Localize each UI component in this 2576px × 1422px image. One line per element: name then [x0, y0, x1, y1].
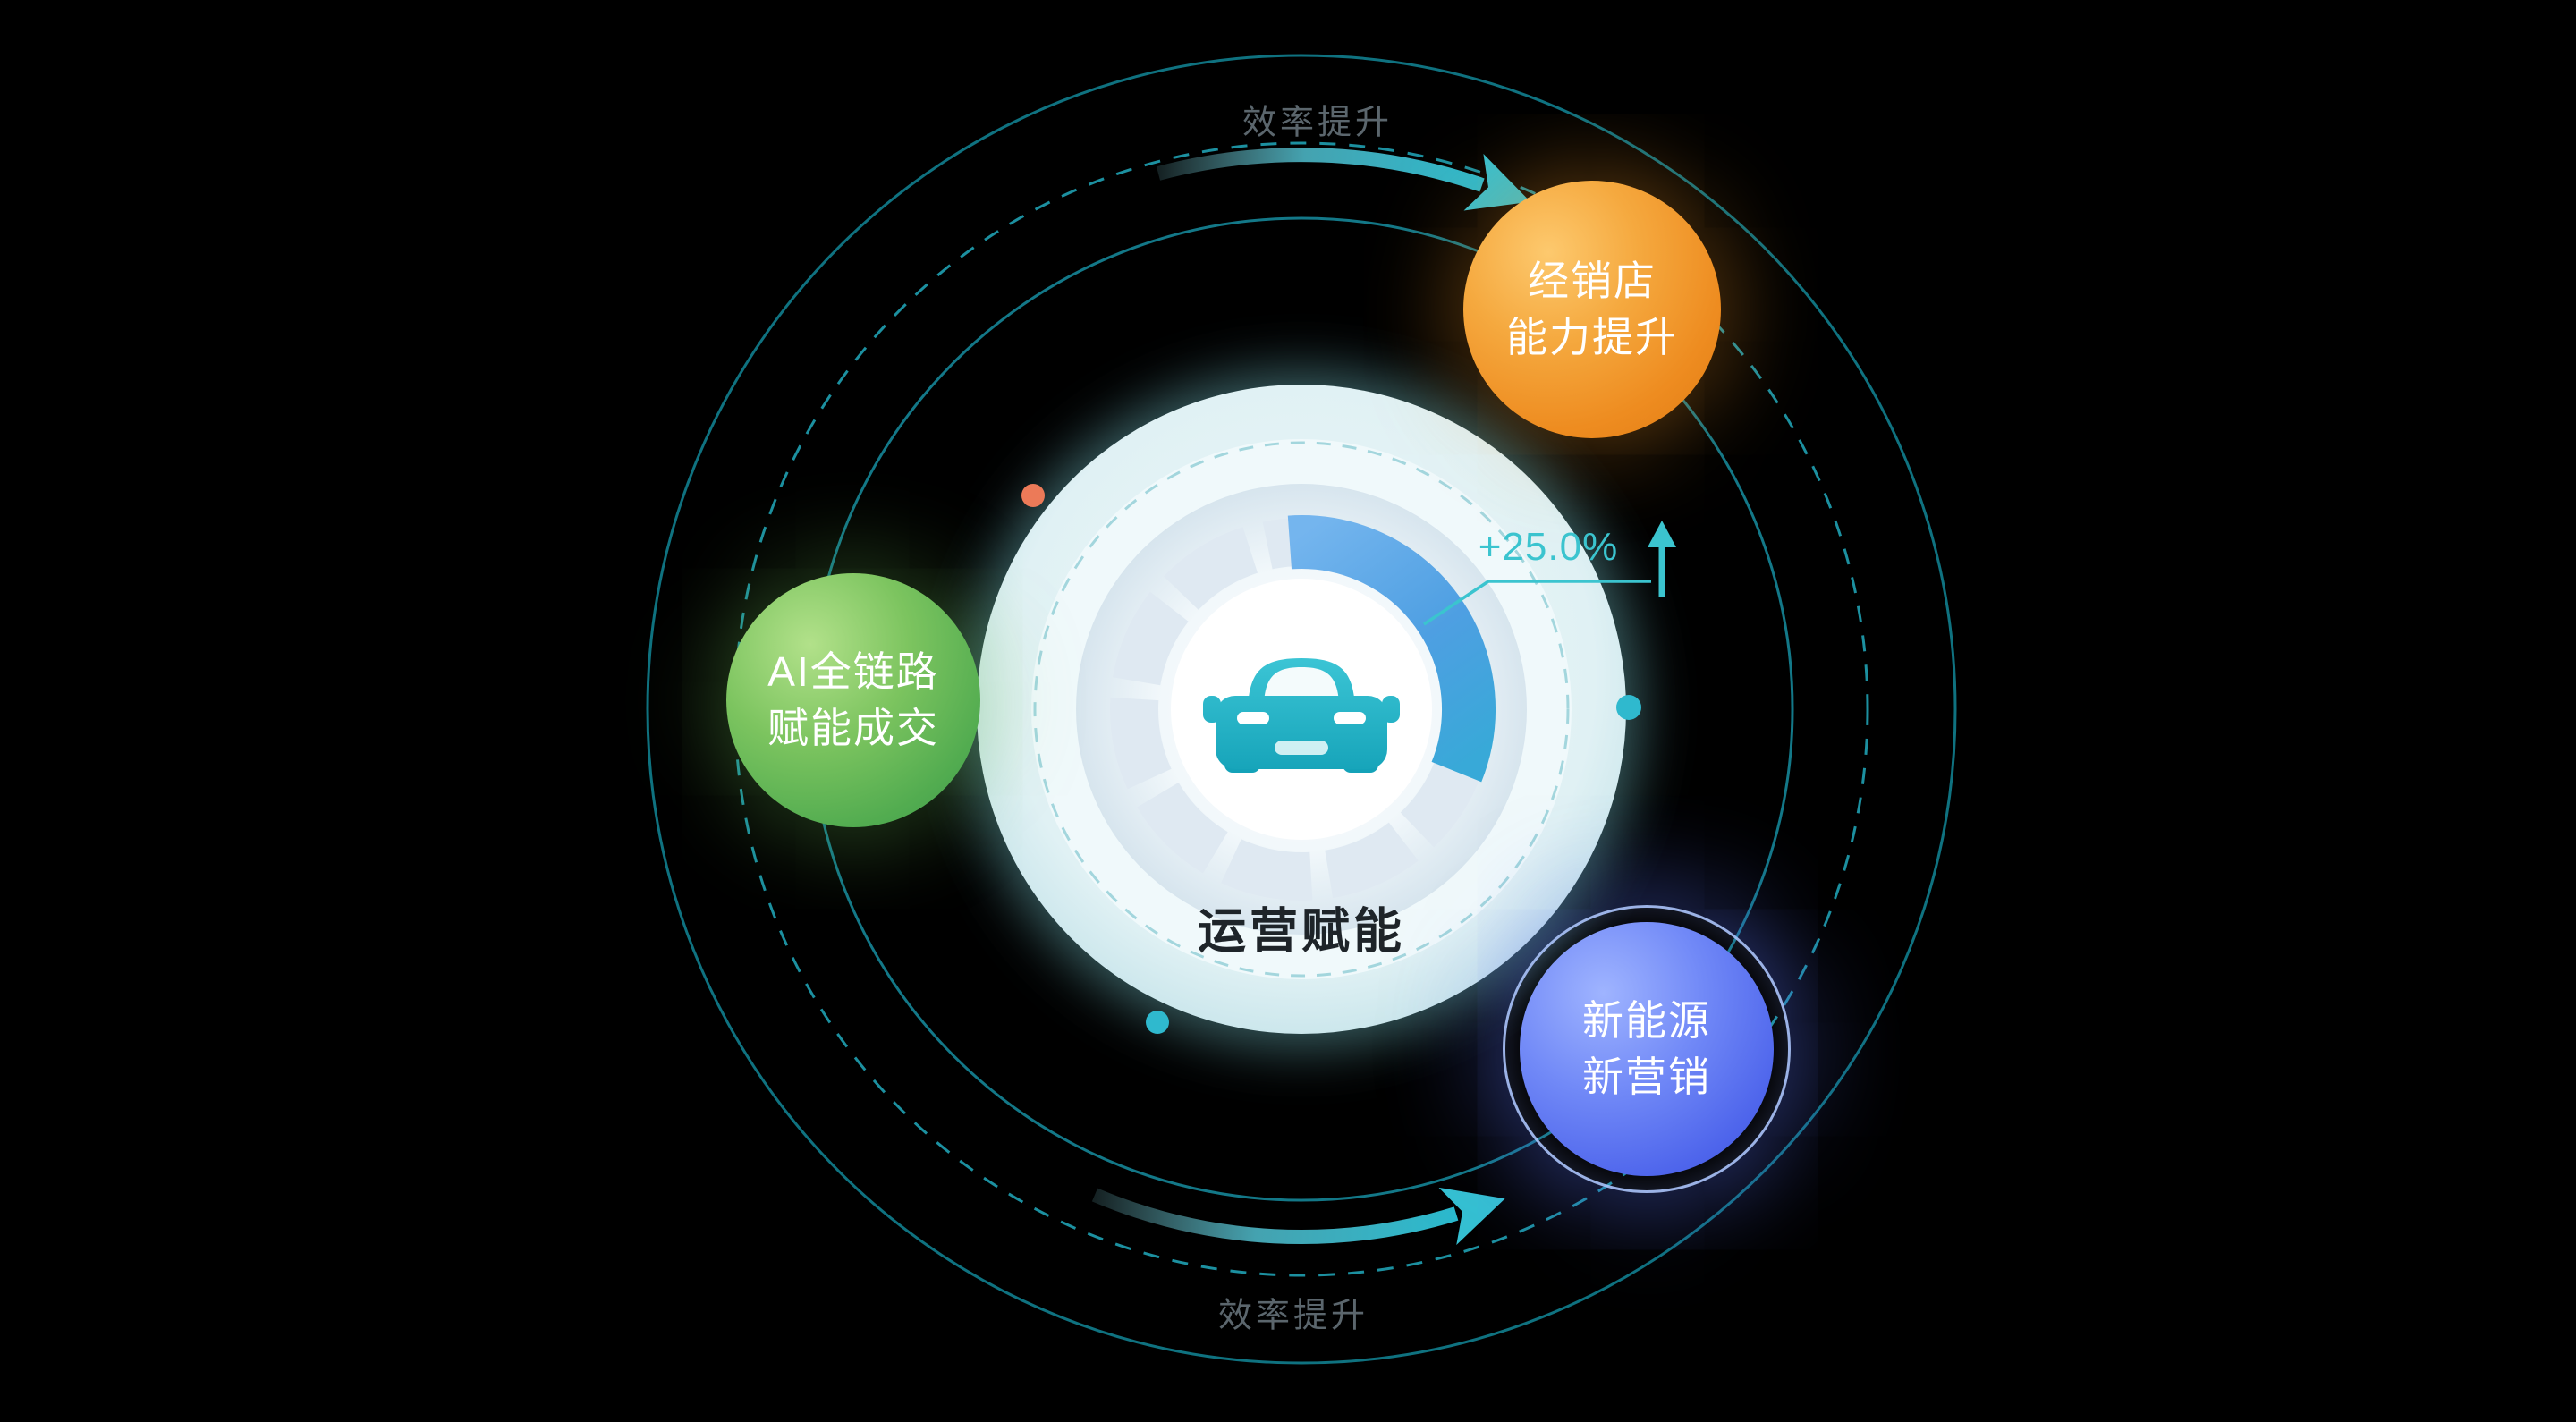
orbit-ring-outer	[646, 54, 1957, 1365]
efficiency-arrow-bottom-icon	[1091, 1187, 1505, 1246]
metric-value: +25.0%	[1478, 525, 1619, 569]
bubble-ai-full-chain: AI全链路 赋能成交	[726, 573, 980, 827]
center-hub	[963, 371, 1640, 1047]
bubble-dealer-capability: 经销店 能力提升	[1463, 181, 1721, 438]
gauge-highlight-arc	[1287, 515, 1496, 783]
accent-dot-orange	[1021, 484, 1045, 507]
bubble-nev-marketing: 新能源 新营销	[1520, 922, 1774, 1176]
bubble-nev-line2: 新营销	[1582, 1054, 1711, 1100]
orbit-label-top: 效率提升	[1241, 104, 1394, 142]
metric-callout	[1423, 521, 1676, 626]
up-arrow-icon	[1648, 521, 1676, 597]
bubble-ai-line2: 赋能成交	[767, 705, 939, 751]
efficiency-arrow-top-icon	[1156, 148, 1530, 211]
orbit-label-bottom: 效率提升	[1217, 1297, 1369, 1335]
bubble-dealer-line1: 经销店	[1528, 257, 1657, 304]
accent-dot-teal-bottom	[1146, 1011, 1169, 1034]
accent-dots	[1021, 484, 1641, 1034]
hub-dashed-ring	[1033, 441, 1570, 978]
orbit-rings	[646, 54, 1957, 1365]
gauge	[1110, 515, 1496, 901]
metric-callout-line	[1423, 580, 1651, 626]
bubble-nev-halo: 新能源 新营销	[1503, 905, 1791, 1193]
accent-dot-teal-right	[1616, 695, 1641, 720]
car-icon	[1203, 658, 1400, 773]
bubble-ai-line1: AI全链路	[767, 648, 939, 695]
bubble-nev-line1: 新能源	[1582, 996, 1711, 1044]
center-hub-label: 运营赋能	[1198, 904, 1405, 959]
bubble-dealer-line2: 能力提升	[1506, 314, 1678, 360]
